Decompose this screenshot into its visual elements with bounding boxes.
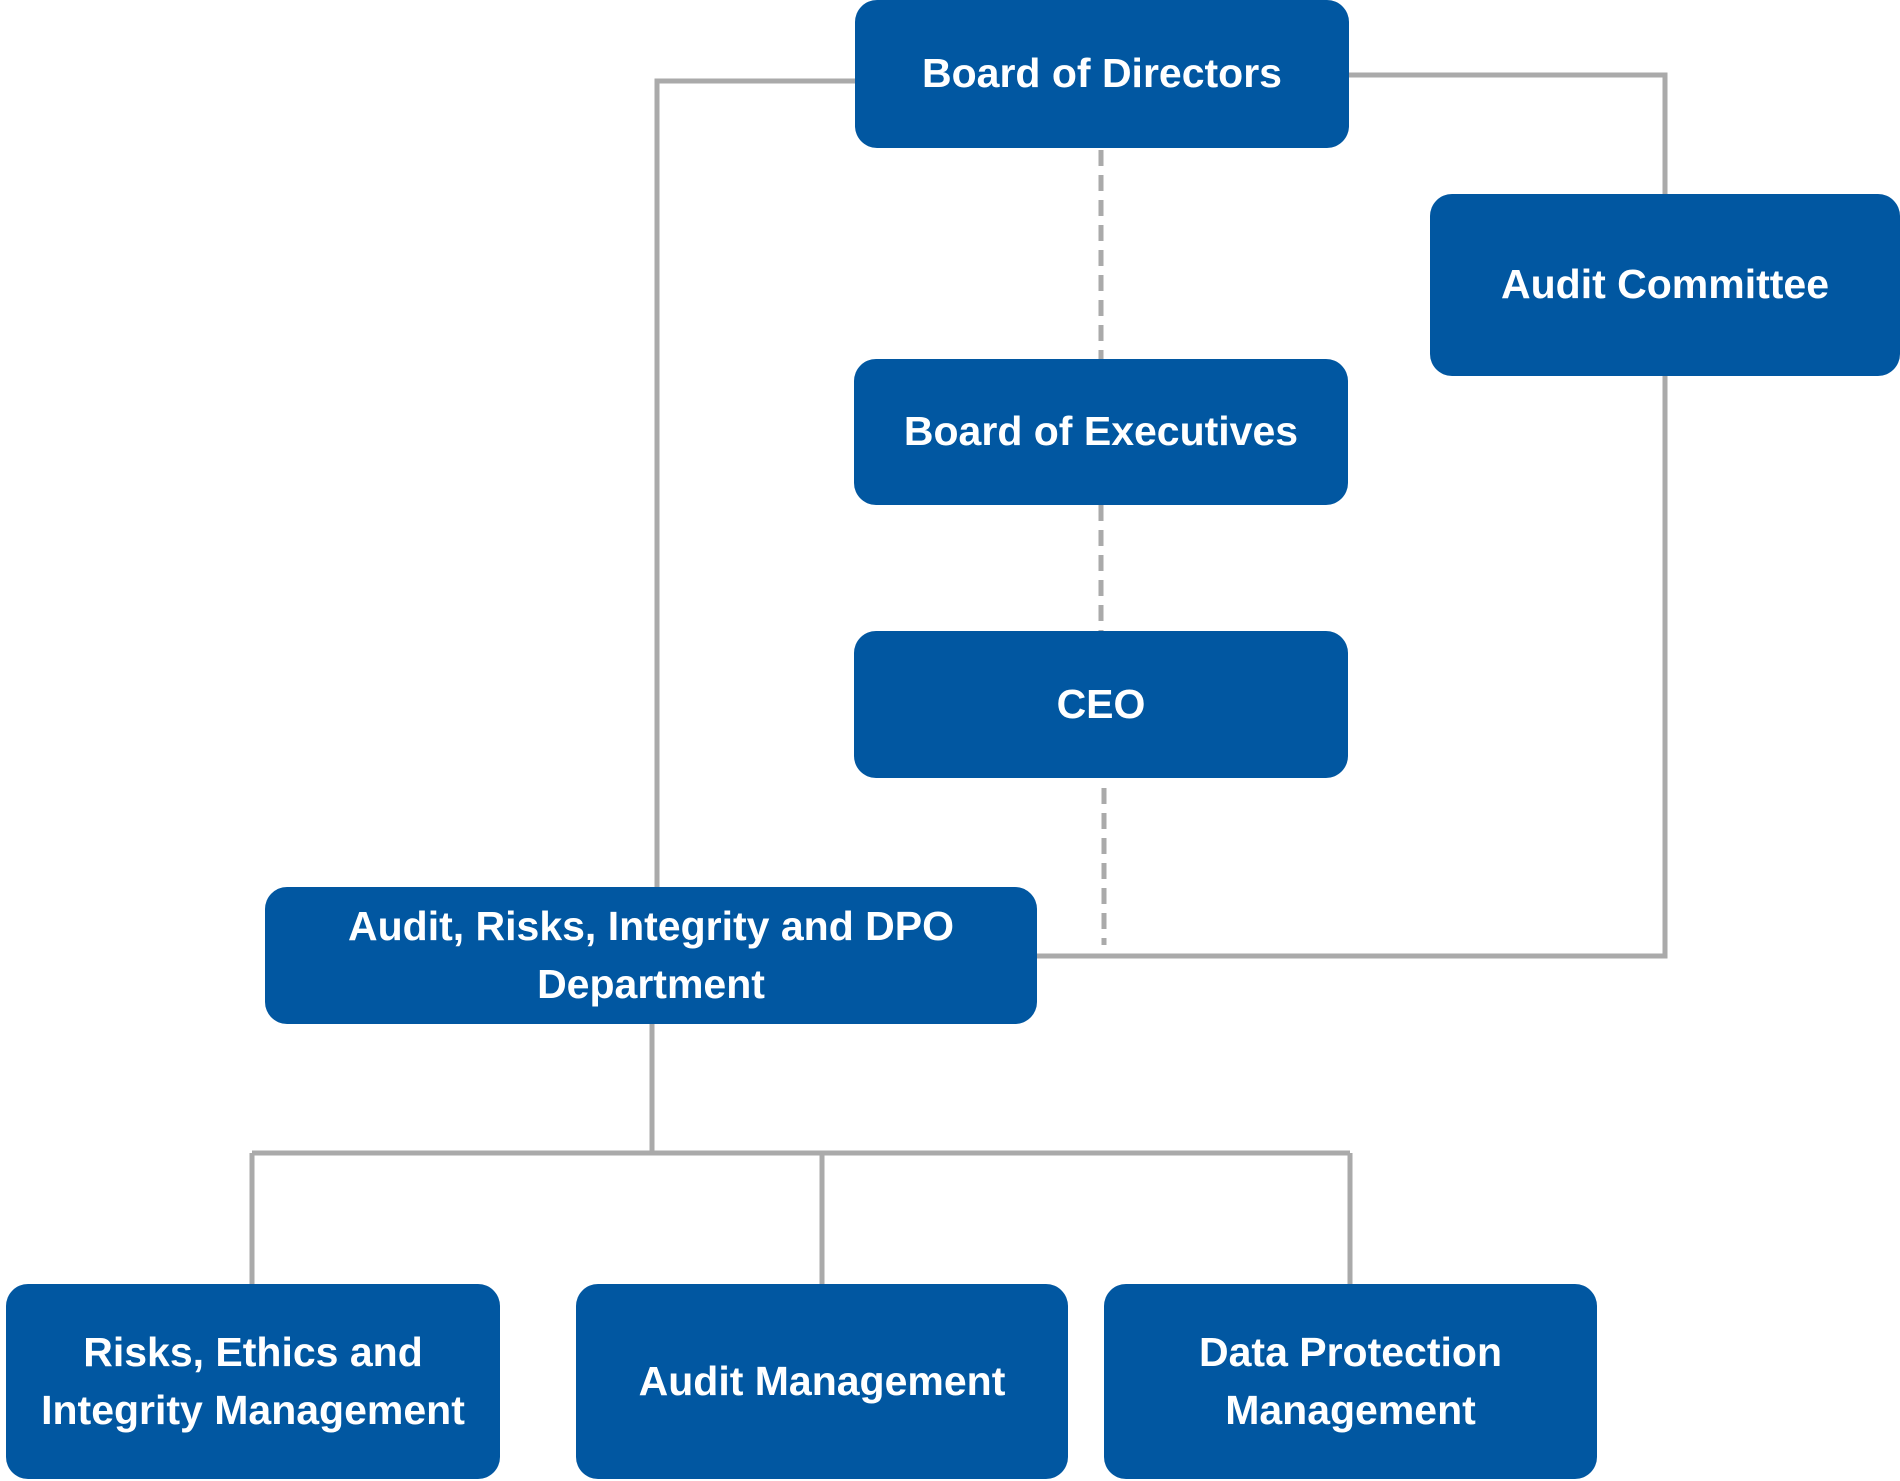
board-to-department-line <box>654 78 855 887</box>
audit-management-node: Audit Management <box>576 1284 1068 1479</box>
node-label: Risks, Ethics and Integrity Management <box>41 1329 465 1433</box>
board-to-audit-committee-line <box>1349 72 1668 194</box>
node-label: CEO <box>1056 680 1146 727</box>
node-label: Board of Executives <box>903 408 1299 455</box>
node-label: Board of Directors <box>922 50 1282 97</box>
node-label: Audit, Risks, Integrity and DPO Departme… <box>348 903 954 1007</box>
node-label: Audit Committee <box>1501 261 1829 308</box>
ceo-node: CEO <box>854 631 1348 778</box>
audit-committee-node: Audit Committee <box>1430 194 1900 376</box>
audit-committee-to-department-line <box>1037 376 1668 959</box>
board-of-executives-node: Board of Executives <box>854 359 1348 505</box>
board-of-directors-node: Board of Directors <box>855 0 1349 148</box>
risks-ethics-node: Risks, Ethics and Integrity Management <box>6 1284 500 1479</box>
audit-department-node: Audit, Risks, Integrity and DPO Departme… <box>265 887 1037 1024</box>
node-label: Data Protection Management <box>1199 1329 1502 1433</box>
node-label: Audit Management <box>638 1357 1006 1404</box>
data-protection-node: Data Protection Management <box>1104 1284 1597 1479</box>
